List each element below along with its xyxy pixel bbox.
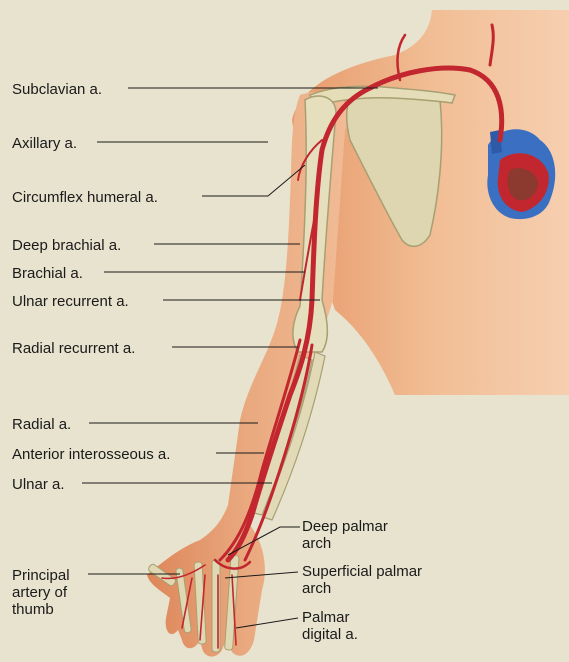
label-deep-palmar-arch-2: arch — [302, 535, 331, 552]
label-superficial-palmar-arch-1: Superficial palmar — [302, 563, 422, 580]
label-ulnar-recurrent: Ulnar recurrent a. — [12, 293, 129, 310]
label-circumflex-humeral: Circumflex humeral a. — [12, 189, 158, 206]
label-principal-artery-thumb-3: thumb — [12, 601, 54, 618]
label-superficial-palmar-arch-2: arch — [302, 580, 331, 597]
label-axillary: Axillary a. — [12, 135, 77, 152]
label-principal-artery-thumb-2: artery of — [12, 584, 68, 601]
label-radial-recurrent: Radial recurrent a. — [12, 340, 135, 357]
label-palmar-digital-2: digital a. — [302, 626, 358, 643]
label-ulnar: Ulnar a. — [12, 476, 65, 493]
label-anterior-interosseous: Anterior interosseous a. — [12, 446, 170, 463]
label-deep-brachial: Deep brachial a. — [12, 237, 121, 254]
label-brachial: Brachial a. — [12, 265, 83, 282]
label-subclavian: Subclavian a. — [12, 81, 102, 98]
label-principal-artery-thumb-1: Principal — [12, 567, 70, 584]
label-radial: Radial a. — [12, 416, 71, 433]
label-palmar-digital-1: Palmar — [302, 609, 350, 626]
label-deep-palmar-arch-1: Deep palmar — [302, 518, 388, 535]
